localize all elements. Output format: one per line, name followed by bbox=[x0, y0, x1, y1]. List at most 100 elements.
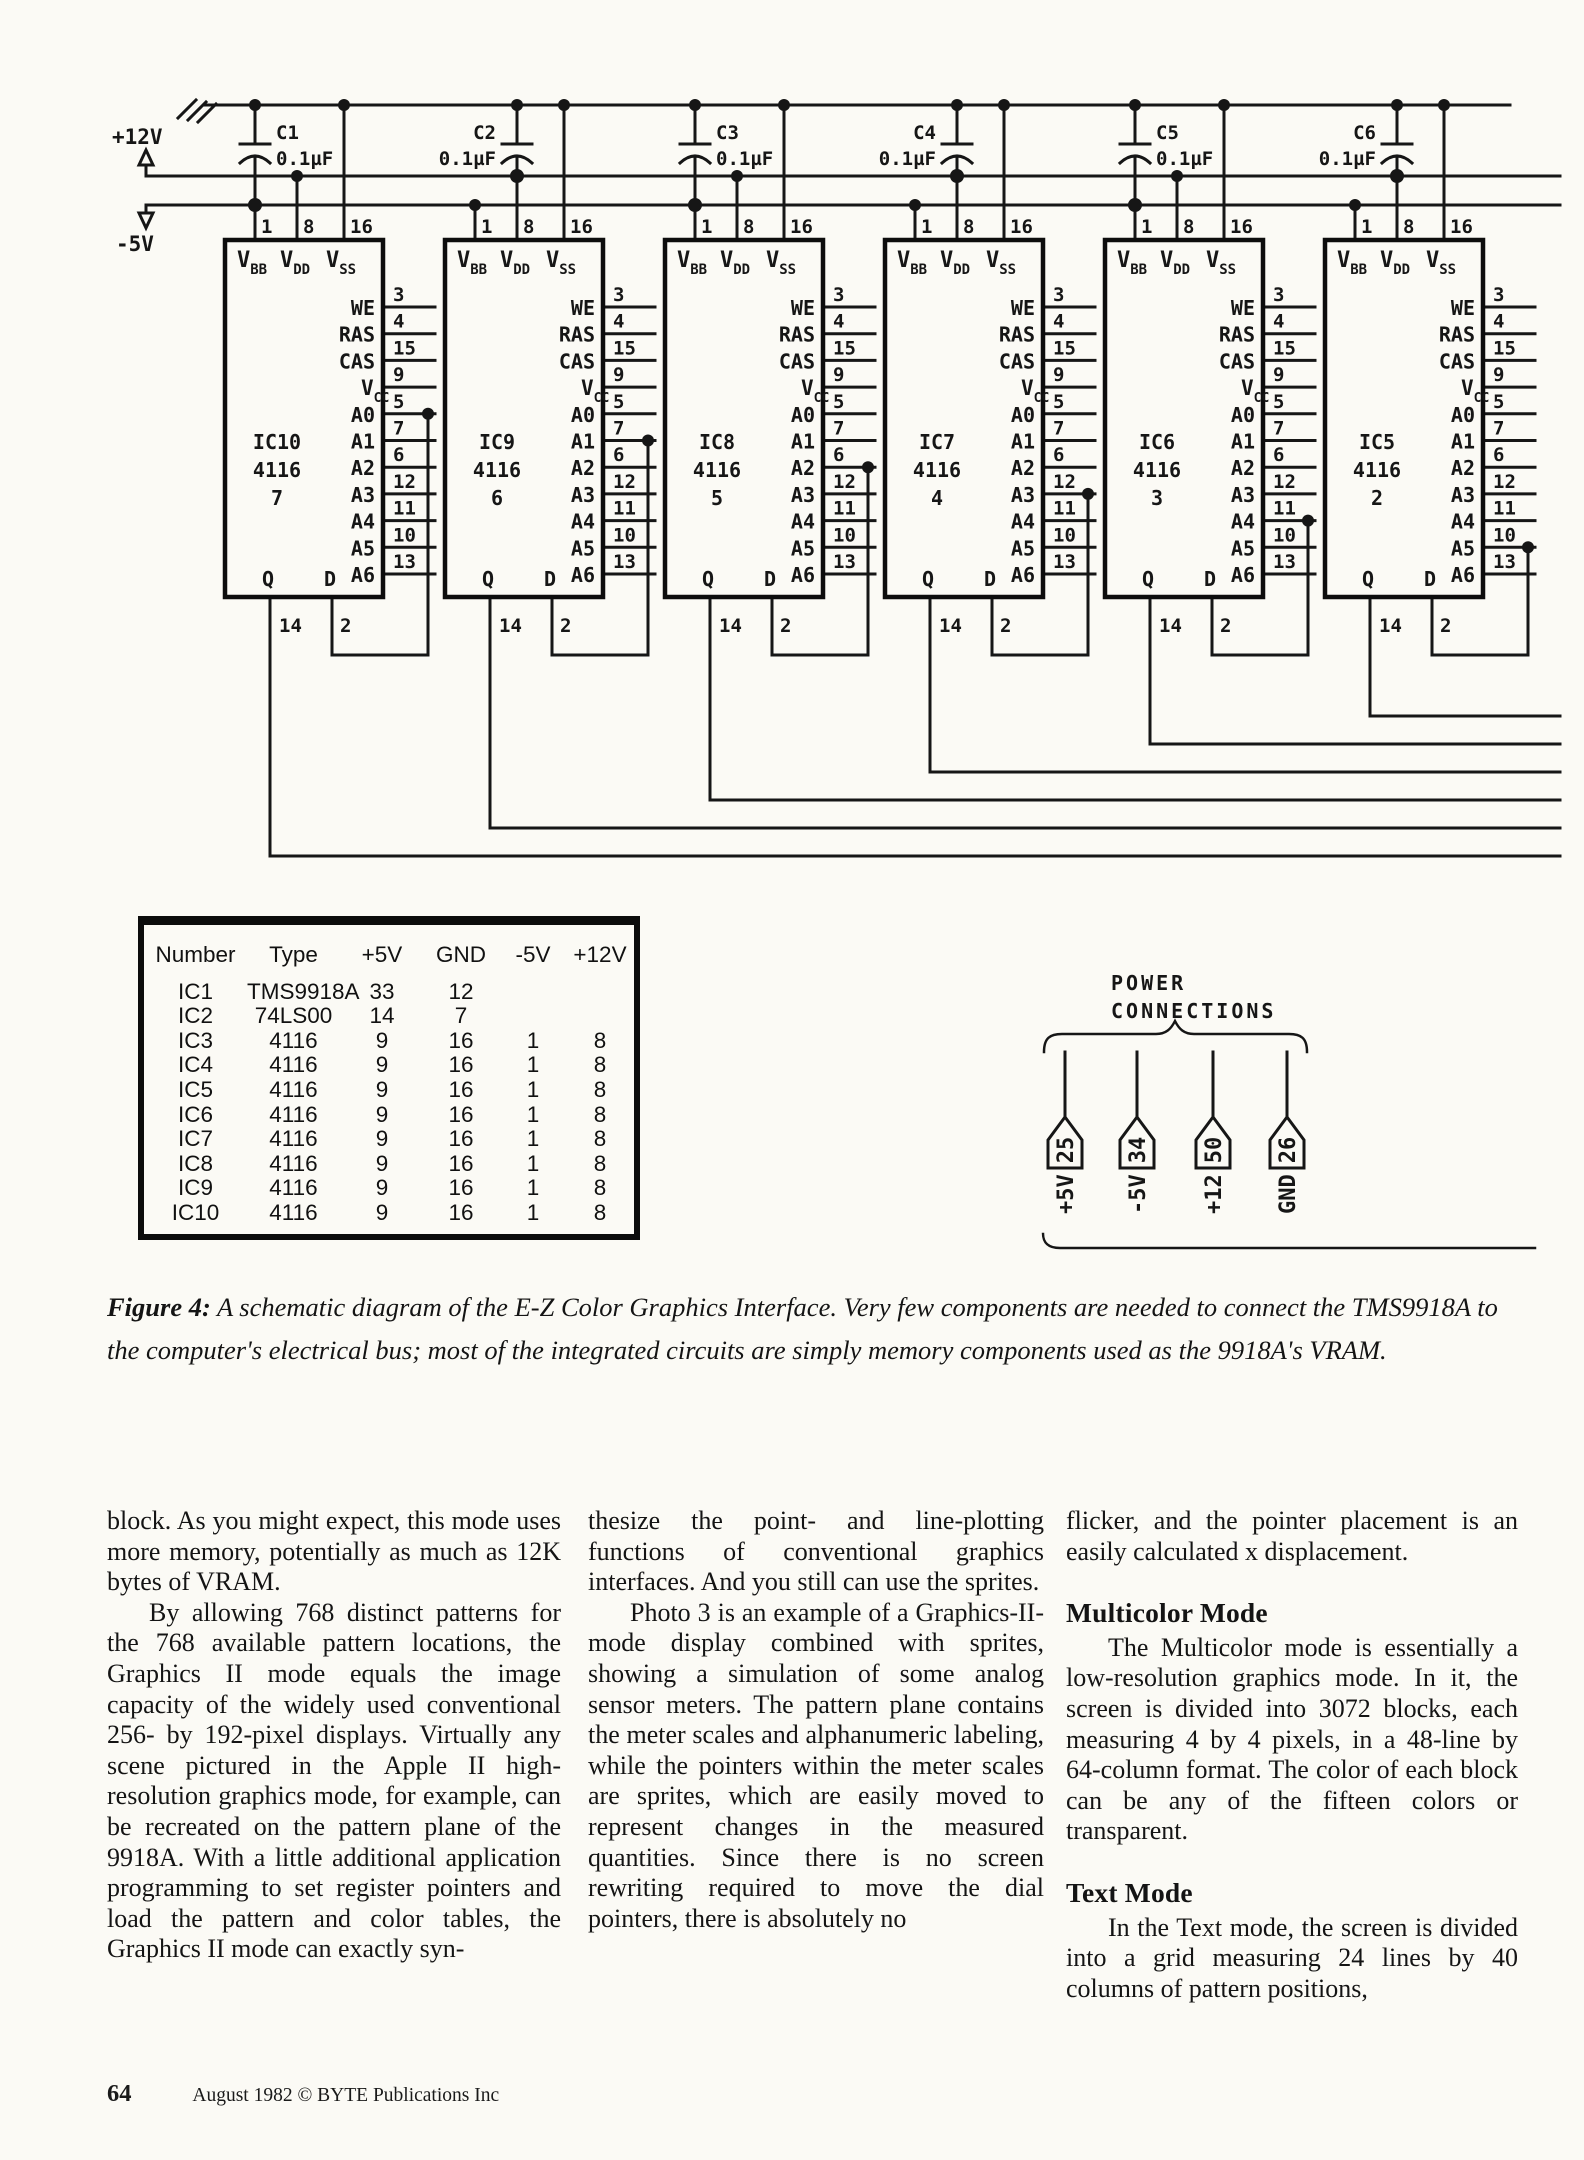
svg-text:16: 16 bbox=[1010, 216, 1033, 238]
svg-text:CAS: CAS bbox=[559, 349, 595, 373]
svg-text:VSS: VSS bbox=[326, 248, 356, 278]
svg-text:A4: A4 bbox=[1231, 510, 1255, 534]
table-cell: 8 bbox=[593, 1175, 607, 1201]
svg-text:10: 10 bbox=[1273, 524, 1296, 546]
svg-text:0.1µF: 0.1µF bbox=[879, 148, 936, 170]
svg-text:CAS: CAS bbox=[1439, 349, 1475, 373]
svg-text:11: 11 bbox=[1493, 498, 1516, 520]
svg-text:A5: A5 bbox=[1011, 536, 1035, 560]
svg-text:VBB: VBB bbox=[897, 248, 927, 278]
svg-text:5: 5 bbox=[1493, 391, 1504, 413]
table-cell: IC1 bbox=[177, 978, 213, 1004]
svg-text:CAS: CAS bbox=[999, 349, 1035, 373]
svg-text:8: 8 bbox=[523, 216, 534, 238]
svg-text:9: 9 bbox=[393, 364, 404, 386]
svg-text:1: 1 bbox=[261, 216, 272, 238]
svg-text:A6: A6 bbox=[791, 563, 815, 587]
table-cell: 9 bbox=[375, 1076, 389, 1102]
table-header-cell: -5V bbox=[515, 942, 551, 967]
svg-text:POWER: POWER bbox=[1111, 971, 1186, 995]
svg-text:13: 13 bbox=[833, 551, 856, 573]
svg-text:8: 8 bbox=[963, 216, 974, 238]
svg-text:4116: 4116 bbox=[1133, 458, 1181, 482]
svg-text:WE: WE bbox=[351, 296, 375, 320]
svg-text:IC7: IC7 bbox=[919, 430, 955, 454]
svg-text:2: 2 bbox=[1000, 615, 1011, 637]
power-pin-label: +5V bbox=[1054, 1174, 1079, 1214]
power-pin-label: GND bbox=[1276, 1174, 1301, 1214]
svg-text:5: 5 bbox=[1273, 391, 1284, 413]
paragraph: The Multicolor mode is essentially a low… bbox=[1066, 1632, 1518, 1846]
svg-text:A2: A2 bbox=[791, 456, 815, 480]
power-pin-label: -5V bbox=[1126, 1174, 1151, 1214]
svg-text:A4: A4 bbox=[791, 510, 815, 534]
svg-text:C3: C3 bbox=[716, 122, 739, 144]
svg-text:7: 7 bbox=[613, 418, 624, 440]
svg-text:C5: C5 bbox=[1156, 122, 1179, 144]
svg-text:14: 14 bbox=[499, 615, 522, 637]
svg-text:8: 8 bbox=[743, 216, 754, 238]
table-cell: 16 bbox=[448, 1076, 474, 1102]
svg-text:Q: Q bbox=[702, 567, 714, 591]
svg-text:10: 10 bbox=[1493, 524, 1516, 546]
svg-text:VBB: VBB bbox=[1337, 248, 1367, 278]
svg-text:1: 1 bbox=[481, 216, 492, 238]
text-column-2: thesize the point- and line-plotting fun… bbox=[588, 1506, 1044, 1934]
svg-text:7: 7 bbox=[393, 418, 404, 440]
svg-text:7: 7 bbox=[1273, 418, 1284, 440]
svg-text:A1: A1 bbox=[1011, 430, 1035, 454]
figure-caption-label: Figure 4: bbox=[107, 1292, 211, 1322]
svg-text:14: 14 bbox=[1159, 615, 1182, 637]
table-cell: 8 bbox=[593, 1126, 607, 1152]
svg-text:+12V: +12V bbox=[112, 125, 163, 149]
svg-text:Q: Q bbox=[922, 567, 934, 591]
svg-text:3: 3 bbox=[393, 284, 404, 306]
svg-text:0.1µF: 0.1µF bbox=[716, 148, 773, 170]
svg-text:15: 15 bbox=[833, 337, 856, 359]
svg-text:16: 16 bbox=[1450, 216, 1473, 238]
svg-text:12: 12 bbox=[393, 471, 416, 493]
svg-text:WE: WE bbox=[571, 296, 595, 320]
svg-text:A0: A0 bbox=[791, 403, 815, 427]
table-cell: IC5 bbox=[177, 1076, 213, 1102]
svg-text:A3: A3 bbox=[1451, 483, 1475, 507]
svg-text:D: D bbox=[1204, 567, 1216, 591]
svg-text:14: 14 bbox=[279, 615, 302, 637]
svg-text:4: 4 bbox=[613, 311, 624, 333]
svg-text:11: 11 bbox=[613, 498, 636, 520]
svg-text:A0: A0 bbox=[1451, 403, 1475, 427]
table-header-cell: Number bbox=[155, 942, 236, 967]
table-cell: 8 bbox=[593, 1076, 607, 1102]
svg-text:A6: A6 bbox=[1451, 563, 1475, 587]
svg-text:1: 1 bbox=[1141, 216, 1152, 238]
svg-text:8: 8 bbox=[1403, 216, 1414, 238]
power-pin-label: +12 bbox=[1202, 1174, 1227, 1214]
table-cell: 9 bbox=[375, 1027, 389, 1053]
svg-text:6: 6 bbox=[1493, 444, 1504, 466]
svg-text:15: 15 bbox=[393, 337, 416, 359]
svg-text:13: 13 bbox=[1493, 551, 1516, 573]
svg-text:4: 4 bbox=[833, 311, 844, 333]
svg-text:5: 5 bbox=[613, 391, 624, 413]
svg-text:WE: WE bbox=[1231, 296, 1255, 320]
table-cell: 1 bbox=[526, 1076, 540, 1102]
table-cell bbox=[568, 1004, 632, 1029]
svg-text:4116: 4116 bbox=[1353, 458, 1401, 482]
svg-text:4: 4 bbox=[931, 486, 943, 510]
svg-text:1: 1 bbox=[1361, 216, 1372, 238]
paragraph: block. As you might expect, this mode us… bbox=[107, 1506, 561, 1597]
svg-text:6: 6 bbox=[393, 444, 404, 466]
table-cell: 9 bbox=[375, 1126, 389, 1152]
svg-text:RAS: RAS bbox=[1219, 323, 1255, 347]
paragraph: thesize the point- and line-plotting fun… bbox=[588, 1506, 1044, 1597]
svg-text:13: 13 bbox=[1273, 551, 1296, 573]
table-cell: IC7 bbox=[177, 1126, 213, 1152]
svg-text:A3: A3 bbox=[1231, 483, 1255, 507]
svg-text:12: 12 bbox=[1053, 471, 1076, 493]
svg-text:7: 7 bbox=[1493, 418, 1504, 440]
svg-text:3: 3 bbox=[833, 284, 844, 306]
svg-text:A4: A4 bbox=[1451, 510, 1475, 534]
svg-text:0.1µF: 0.1µF bbox=[1319, 148, 1376, 170]
